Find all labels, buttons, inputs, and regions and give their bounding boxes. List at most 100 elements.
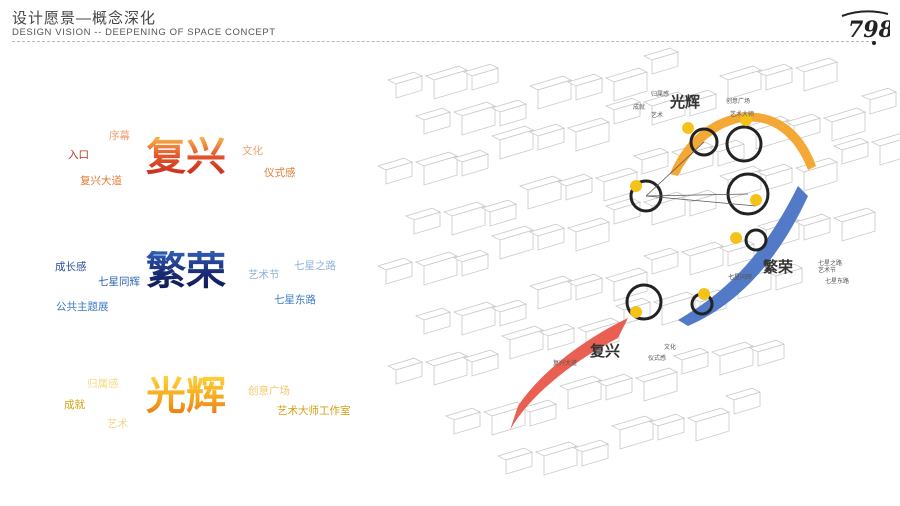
building-facade (537, 279, 572, 310)
building-facade (537, 227, 565, 251)
keyword-chengjiu: 成就 (64, 399, 85, 411)
keyword-rukou: 入口 (68, 149, 89, 161)
keyword-qixing-tonghui: 七星同辉 (98, 276, 140, 288)
fuxing-word: 复兴 (146, 133, 226, 180)
building-facade (581, 443, 609, 467)
building-facade (499, 129, 534, 160)
building-facade (499, 303, 527, 327)
building-facade (537, 79, 572, 110)
location-pins (630, 114, 763, 326)
building-facade (461, 153, 489, 177)
keyword-chengzhanggan: 成长感 (55, 261, 87, 273)
building-facade (423, 111, 451, 135)
building-facade (831, 111, 866, 142)
building-facade (395, 75, 423, 99)
building-facade (505, 451, 533, 475)
building-facade (471, 67, 499, 91)
building-facade (841, 141, 869, 165)
building-facade (461, 253, 489, 277)
building-facade (689, 193, 717, 217)
fanrong-word: 繁荣 (146, 247, 226, 294)
building-facade (605, 377, 633, 401)
building-facade (695, 411, 730, 442)
building-facade (547, 327, 575, 351)
building-facade (619, 419, 654, 450)
building-facade (613, 201, 641, 225)
building-facade (423, 155, 458, 186)
building-facade (657, 417, 685, 441)
building-facade (461, 105, 496, 136)
building-facade (775, 267, 803, 291)
building-facade (575, 121, 610, 152)
building-facade (757, 343, 785, 367)
fanrong-ribbon (678, 186, 808, 326)
node-circles (625, 125, 770, 321)
building-facade (433, 355, 468, 386)
map-tag-fuxing-dadao: 复兴大道 (553, 361, 578, 367)
map-label-fanrong: 繁荣 (763, 259, 794, 276)
building-roof (870, 133, 900, 147)
building-facade (537, 127, 565, 151)
building-facade (567, 379, 602, 410)
building-facade (803, 61, 838, 92)
building-facade (689, 245, 724, 276)
building-facade (453, 411, 481, 435)
keyword-yishigan: 仪式感 (264, 167, 296, 179)
map-tag-yishigan: 仪式感 (648, 356, 667, 362)
building-facade (385, 161, 413, 185)
site-map: 光辉 繁荣 复兴 归属感 创意广场 成就 艺术大师 艺术 七星之路 艺术节 七星… (378, 46, 900, 506)
site-map-graphic (378, 47, 900, 476)
building-facade (651, 195, 686, 226)
fuxing-ribbon (510, 318, 628, 430)
building-facade (575, 221, 610, 252)
map-label-guanghui: 光辉 (670, 94, 701, 111)
building-facade (879, 139, 900, 166)
building-facade (869, 91, 897, 115)
building-facade (733, 391, 761, 415)
page-title: 设计愿景—概念深化 (12, 10, 157, 27)
building-facade (543, 445, 578, 476)
building-facade (641, 151, 669, 175)
building-facade (575, 277, 603, 301)
keyword-yishujie: 艺术节 (248, 269, 280, 281)
building-facade (841, 211, 876, 242)
keyword-gonggong-zhutizhan: 公共主题展 (56, 301, 109, 313)
building-facade (451, 205, 486, 236)
keyword-fuxing-dadao: 复兴大道 (80, 175, 122, 187)
building-facade (499, 103, 527, 127)
building-facade (433, 69, 468, 100)
building-facade (575, 77, 603, 101)
map-tag-qixing-zhilu: 七星之路 (818, 261, 843, 267)
building-facade (395, 361, 423, 385)
keyword-xumu: 序幕 (109, 130, 130, 142)
building-facade (643, 371, 678, 402)
building-facade (565, 177, 593, 201)
building-facade (681, 351, 709, 375)
building-facade (719, 345, 754, 376)
building-facade (509, 329, 544, 360)
building-facade (613, 71, 648, 102)
guanghui-word: 光辉 (146, 372, 226, 419)
building-facade (471, 353, 499, 377)
header: 设计愿景—概念深化 DESIGN VISION -- DEEPENING OF … (12, 7, 888, 43)
building-facade (613, 101, 641, 125)
map-tag-wenhua: 文化 (664, 345, 677, 351)
map-tag-chuangyi: 创意广场 (726, 99, 751, 105)
page-subtitle: DESIGN VISION -- DEEPENING OF SPACE CONC… (12, 27, 276, 38)
building-facade (423, 311, 451, 335)
building-facade (499, 229, 534, 260)
keyword-guishugan: 归属感 (87, 378, 119, 390)
keyword-qixing-donglu: 七星东路 (274, 294, 316, 306)
map-tag-dashi: 艺术大师 (730, 112, 755, 118)
keyword-wenhua: 文化 (242, 145, 263, 157)
svg-text:798: 798 (848, 17, 890, 43)
keyword-qixing-zhilu: 七星之路 (294, 260, 336, 272)
building-facade (803, 217, 831, 241)
building-facade (461, 305, 496, 336)
keyword-chuangyi-guangchang: 创意广场 (248, 385, 290, 397)
header-divider (12, 41, 874, 42)
map-tag-chengjiu: 成就 (633, 105, 646, 111)
building-facade (727, 69, 762, 100)
keyword-yishu-dashi-gongzuoshi: 艺术大师工作室 (277, 405, 351, 417)
building-facade (651, 51, 679, 75)
